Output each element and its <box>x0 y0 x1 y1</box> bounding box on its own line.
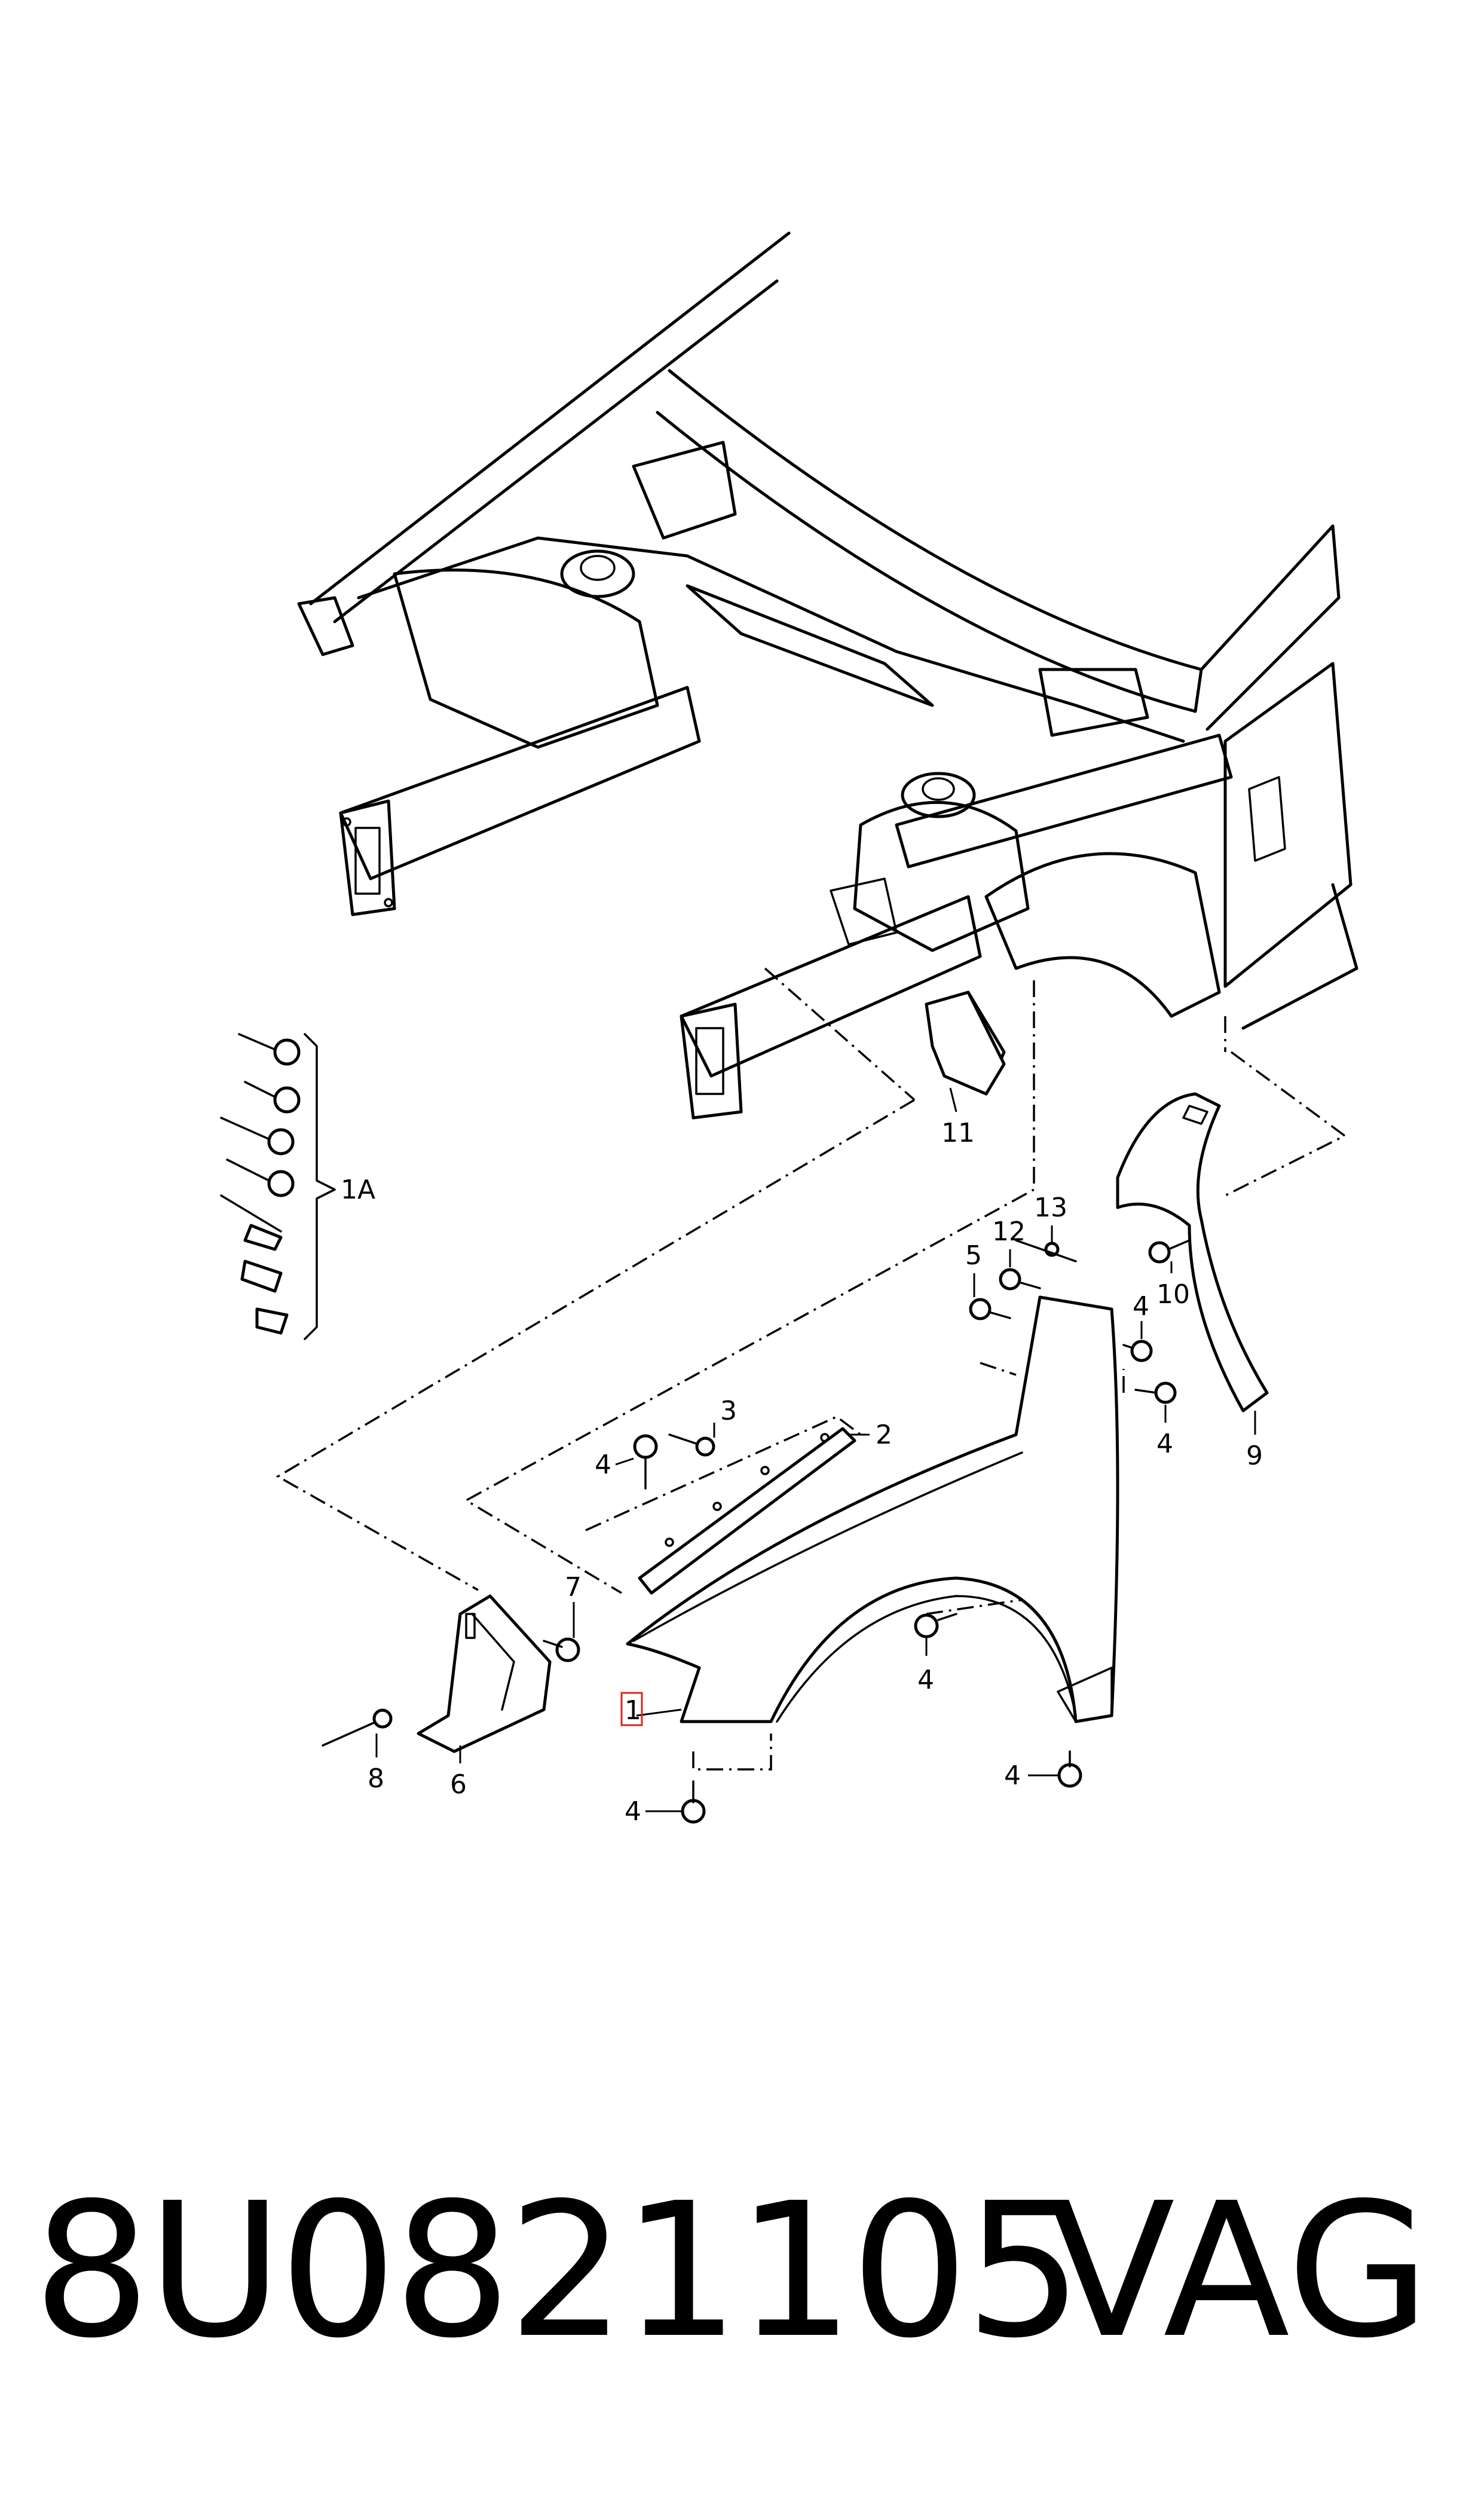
callout-11: 11 <box>941 1118 975 1148</box>
callout-4: 4 <box>595 1450 611 1480</box>
car-body-front-structure <box>297 231 1358 1120</box>
footer: 8U0821105 VAG <box>0 2146 1484 2397</box>
side-panel-part-9 <box>1116 1092 1269 1413</box>
callout-8: 8 <box>368 1763 384 1794</box>
callout-2: 2 <box>876 1420 892 1450</box>
fender-lower-tab <box>1057 1667 1113 1723</box>
callout-4: 4 <box>1156 1429 1173 1459</box>
callout-5: 5 <box>965 1240 982 1271</box>
block-part-11 <box>925 990 1006 1096</box>
callout-1: 1 <box>625 1695 641 1726</box>
brand-label: VAG <box>1048 2163 1430 2379</box>
callout-10: 10 <box>1156 1279 1190 1310</box>
callout-4: 4 <box>625 1796 641 1827</box>
callout-4: 4 <box>1004 1760 1021 1791</box>
callout-4: 4 <box>917 1665 934 1695</box>
fasteners <box>322 1239 1191 1824</box>
callout-3: 3 <box>720 1396 737 1426</box>
fender-crease <box>632 1451 1023 1642</box>
mounting-bracket-part-6 <box>417 1594 552 1753</box>
fender-arch-edge <box>776 1595 1077 1723</box>
assembly-reference-lines <box>276 967 1347 1771</box>
callout-labels: 1 1A 2 3 4 4 4 4 4 4 5 6 7 8 9 10 11 12 … <box>341 1118 1263 1827</box>
highlight-box <box>620 1692 643 1726</box>
fastener-kit-part-1A <box>220 1033 336 1340</box>
fender-part-1 <box>626 1295 1119 1723</box>
callout-12: 12 <box>992 1216 1026 1247</box>
callout-13: 13 <box>1034 1193 1067 1223</box>
callout-4: 4 <box>1133 1291 1149 1322</box>
callout-1A: 1A <box>341 1175 375 1205</box>
callout-9: 9 <box>1246 1441 1263 1471</box>
callout-6: 6 <box>450 1769 467 1800</box>
callout-7: 7 <box>565 1572 582 1603</box>
fender-bracket-part-2 <box>638 1427 856 1595</box>
part-number: 8U0821105 <box>33 2163 1083 2379</box>
callout-leaders <box>375 1087 1256 1812</box>
